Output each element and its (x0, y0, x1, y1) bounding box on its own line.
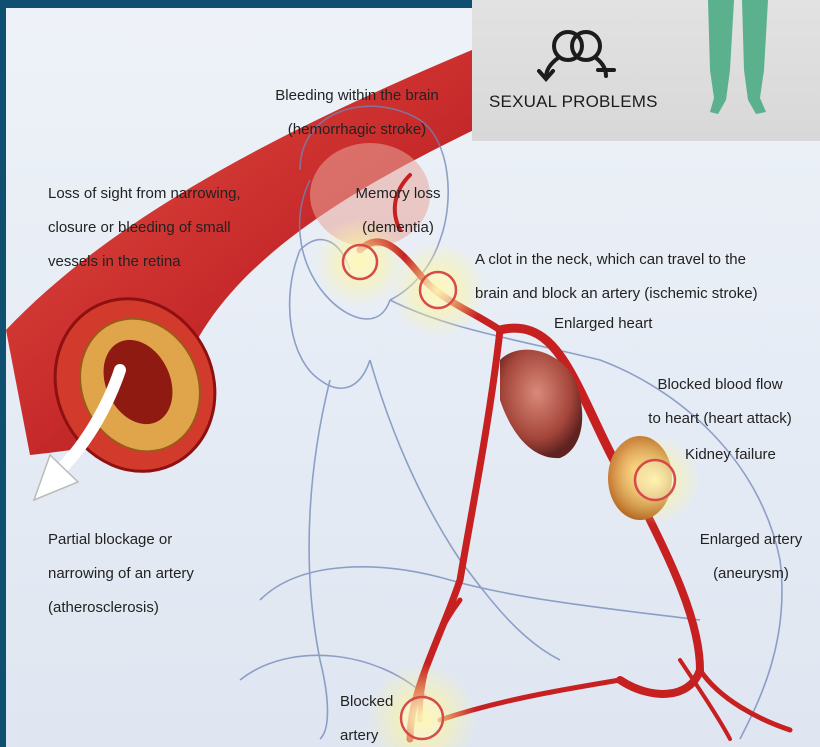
label-blocked-artery: Blocked artery (340, 676, 393, 747)
label-line: Blocked (340, 693, 393, 710)
label-loss-of-sight: Loss of sight from narrowing, closure or… (48, 168, 298, 287)
label-dementia: Memory loss (dementia) (338, 168, 458, 253)
label-line: Loss of sight from narrowing, (48, 185, 298, 202)
label-line: closure or bleeding of small (48, 219, 298, 236)
label-line: (atherosclerosis) (48, 599, 268, 616)
label-enlarged-heart: Enlarged heart (554, 315, 652, 332)
label-line: to heart (heart attack) (620, 410, 820, 427)
label-line: Bleeding within the brain (254, 87, 460, 104)
label-line: (hemorrhagic stroke) (254, 121, 460, 138)
label-line: vessels in the retina (48, 253, 298, 270)
label-atherosclerosis: Partial blockage or narrowing of an arte… (48, 514, 268, 633)
label-line: narrowing of an artery (48, 565, 268, 582)
label-kidney-failure: Kidney failure (685, 446, 776, 463)
label-ischemic-stroke: A clot in the neck, which can travel to … (475, 234, 820, 319)
label-line: Blocked blood flow (620, 376, 820, 393)
label-line: (aneurysm) (682, 565, 820, 582)
label-line: Partial blockage or (48, 531, 268, 548)
label-line: brain and block an artery (ischemic stro… (475, 285, 820, 302)
sexual-problems-label: SEXUAL PROBLEMS (489, 92, 658, 112)
label-hemorrhagic-stroke: Bleeding within the brain (hemorrhagic s… (254, 70, 460, 155)
interlocked-gender-rings-icon (528, 20, 628, 84)
label-heart-attack: Blocked blood flow to heart (heart attac… (620, 359, 820, 444)
label-line: (dementia) (338, 219, 458, 236)
label-line: Enlarged artery (682, 531, 820, 548)
label-line: artery (340, 727, 393, 744)
label-aneurysm: Enlarged artery (aneurysm) (682, 514, 820, 599)
label-line: Memory loss (338, 185, 458, 202)
legs-silhouette-icon (698, 0, 778, 116)
label-line: A clot in the neck, which can travel to … (475, 251, 820, 268)
